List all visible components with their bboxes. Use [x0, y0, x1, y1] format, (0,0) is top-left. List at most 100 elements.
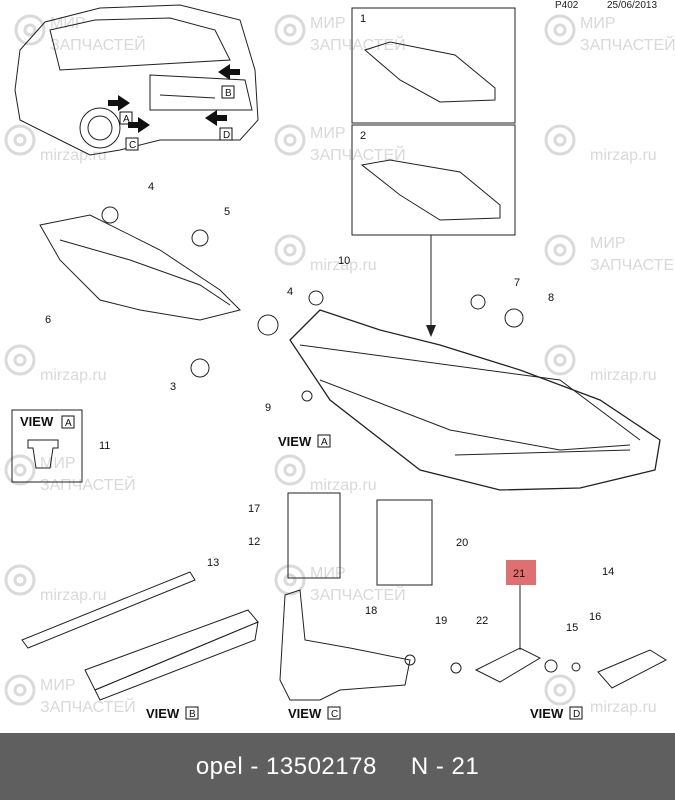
watermark-text: mirzap.ru — [590, 699, 657, 716]
callout-14: 14 — [602, 566, 614, 578]
watermark-text: ЗАПЧАСТЕЙ — [40, 697, 136, 716]
marker-box — [219, 127, 233, 141]
watermark-logo-icon — [274, 454, 306, 486]
watermark-text: МИР — [310, 125, 346, 142]
watermark-logo-icon — [4, 674, 36, 706]
callout-3: 3 — [170, 381, 176, 393]
bulb-icon — [308, 290, 324, 306]
watermark-logo-icon — [544, 674, 576, 706]
callout-15: 15 — [566, 622, 578, 634]
watermark-text: ЗАПЧАСТЕЙ — [40, 475, 136, 494]
watermark-logo-icon — [544, 124, 576, 156]
callout-6: 6 — [45, 314, 51, 326]
car-view-markers: A B C D — [108, 64, 240, 151]
arrow-icon — [128, 117, 150, 133]
watermark-text: mirzap.ru — [590, 147, 657, 164]
holder-icon — [571, 662, 581, 672]
watermark-text: ЗАПЧАСТЕЙ — [310, 585, 406, 604]
watermark-text: ЗАПЧАСТЕЙ — [310, 145, 406, 164]
marker-box — [119, 111, 133, 125]
watermark-text: МИР — [40, 455, 76, 472]
marker-box — [221, 85, 235, 99]
callout-21: 21 — [513, 568, 525, 580]
callout-4b: 4 — [287, 286, 293, 298]
watermark-text: ЗАПЧАСТЕЙ — [50, 35, 146, 54]
callout-8: 8 — [548, 292, 554, 304]
page-date: 25/06/2013 — [607, 0, 658, 11]
diagram-ref: N - 21 — [410, 752, 480, 780]
watermark-logo-icon — [544, 344, 576, 376]
watermark-text: mirzap.ru — [40, 587, 107, 604]
highlight-box — [506, 560, 536, 585]
variant-box-1: 1 — [351, 7, 516, 124]
view-a-letter: A — [321, 437, 328, 448]
callout-11: 11 — [99, 440, 110, 452]
callout-10: 10 — [338, 255, 350, 267]
marker-b: B — [225, 88, 232, 99]
bulb-icon — [450, 662, 462, 674]
callout-7: 7 — [514, 277, 520, 289]
wiring-harness — [39, 206, 279, 378]
view-a-word: VIEW — [278, 434, 312, 449]
car-illustration — [14, 4, 259, 156]
callout-2: 2 — [360, 130, 366, 142]
arrow-icon — [426, 325, 436, 337]
watermark-logo-icon — [274, 14, 306, 46]
marker-c: C — [129, 140, 136, 151]
watermark-text: mirzap.ru — [310, 477, 377, 494]
view-d-word: VIEW — [530, 706, 564, 721]
watermark-text: ЗАПЧАСТЕЙ — [590, 255, 675, 274]
view-c-bracket — [279, 589, 411, 701]
view-c-letter: C — [331, 709, 338, 720]
view-a-detail-word: VIEW — [20, 414, 54, 429]
watermark-logo-icon — [544, 234, 576, 266]
watermark-text: МИР — [40, 677, 76, 694]
callout-13: 13 — [207, 557, 219, 569]
watermark-text: mirzap.ru — [40, 147, 107, 164]
callout-5: 5 — [224, 206, 230, 218]
nut-icon — [470, 294, 486, 310]
watermark-text: ЗАПЧАСТЕЙ — [310, 35, 406, 54]
view-d-letter: D — [573, 709, 580, 720]
callout-12: 12 — [248, 536, 260, 548]
watermark-logo-icon — [14, 14, 46, 46]
callout-19: 19 — [435, 615, 447, 627]
watermark-text: ЗАПЧАСТЕЙ — [580, 35, 675, 54]
callout-1: 1 — [360, 13, 366, 25]
callout-22: 22 — [476, 615, 488, 627]
watermark-logo-icon — [4, 344, 36, 376]
module-20 — [376, 499, 433, 586]
tail-lamp — [289, 309, 661, 491]
watermark-logo-icon — [4, 564, 36, 596]
watermark-logo-icon — [544, 14, 576, 46]
watermark-logo-icon — [274, 564, 306, 596]
watermark-logo-icon — [4, 454, 36, 486]
footer-bar: opel - 13502178 N - 21 — [0, 733, 675, 800]
watermark-text: mirzap.ru — [310, 257, 377, 274]
view-a-detail-letter: A — [65, 418, 72, 429]
watermark-text: МИР — [310, 15, 346, 32]
callout-20: 20 — [456, 537, 468, 549]
callout-4: 4 — [148, 181, 154, 193]
watermark-logo-icon — [274, 124, 306, 156]
arrow-icon — [218, 64, 240, 80]
watermark-layer: МИР ЗАПЧАСТЕЙ МИР ЗАПЧАСТЕЙ МИР ЗАПЧАСТЕ… — [4, 14, 675, 716]
module-17 — [287, 492, 341, 579]
view-b-strips — [21, 571, 259, 701]
marker-box — [125, 137, 139, 151]
arrow-icon — [108, 95, 130, 111]
watermark-logo-icon — [274, 234, 306, 266]
page-code: P402 — [555, 0, 579, 11]
marker-d: D — [223, 130, 230, 141]
view-d-lamps — [474, 647, 668, 689]
callout-labels: 3 4 4 5 6 7 8 9 10 11 12 13 14 15 16 17 … — [45, 181, 614, 634]
view-b-letter: B — [189, 709, 196, 720]
bulb-icon — [544, 659, 558, 673]
clip-icon — [301, 390, 313, 402]
view-b-word: VIEW — [146, 706, 180, 721]
marker-a: A — [123, 114, 130, 125]
callout-18: 18 — [365, 605, 377, 617]
seal-icon — [504, 308, 524, 328]
watermark-text: mirzap.ru — [40, 367, 107, 384]
variant-box-2: 2 — [351, 124, 516, 236]
